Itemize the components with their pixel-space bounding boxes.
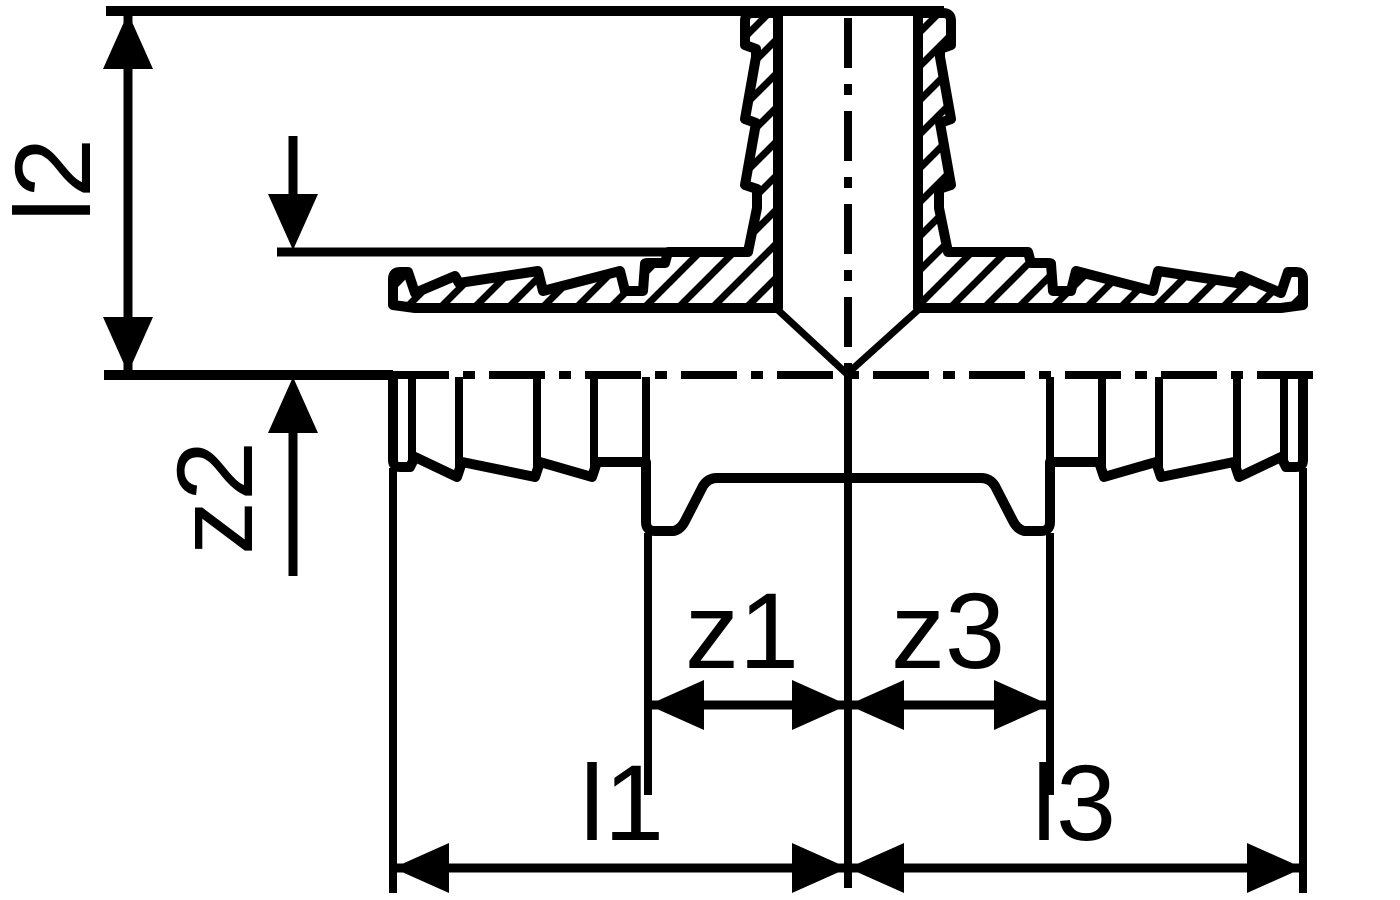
arrowhead-left [648,680,704,730]
label-z2: z2 [154,441,275,555]
dimension-labels: l2 z2 z1 z3 l1 l3 [0,138,1116,863]
exterior-lower-silhouette [388,375,1308,536]
arrowhead-left [848,843,904,893]
centerlines [393,18,1316,888]
label-l2: l2 [0,138,113,222]
dimensions [103,6,1307,893]
arrowhead-up [268,377,318,433]
arrowhead-up [103,13,153,69]
label-l1: l1 [580,742,664,863]
label-z1: z1 [685,570,799,691]
arrowhead-right [1247,843,1303,893]
arrowheads [103,13,1303,893]
arrowhead-right [994,680,1050,730]
arrowhead-left [848,680,904,730]
arrowhead-right [792,680,848,730]
section-upper-right [913,8,1308,313]
branch-bore-cone [775,307,921,378]
label-z3: z3 [891,570,1005,691]
barb-ridge-lines [408,377,1288,475]
arrowhead-down [103,317,153,373]
arrowhead-left [393,843,449,893]
arrowhead-down [268,194,318,250]
label-l3: l3 [1032,742,1116,863]
arrowhead-right [792,843,848,893]
